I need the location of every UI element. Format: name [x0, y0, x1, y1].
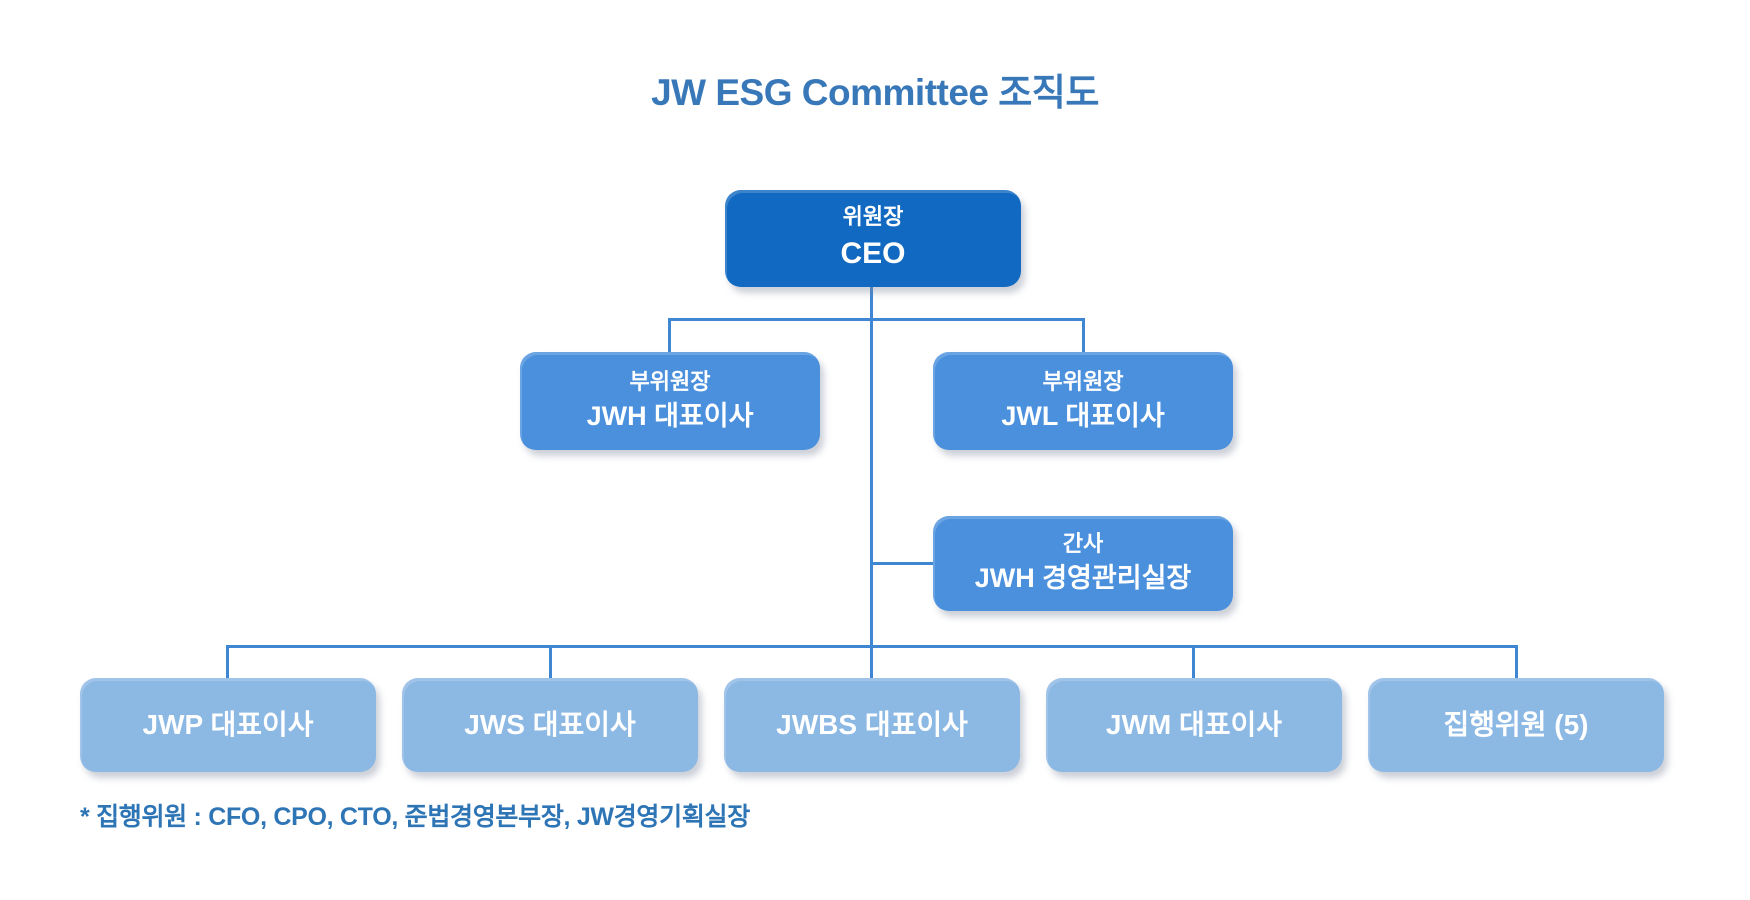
vice-chairman-name: JWL 대표이사 — [1001, 400, 1165, 431]
node-member-jwbs: JWBS 대표이사 — [724, 678, 1020, 772]
connector-member-drop-1 — [226, 645, 229, 679]
node-member-executive-committee: 집행위원 (5) — [1368, 678, 1664, 772]
connector-vice-horizontal — [668, 318, 1085, 321]
node-chairman: 위원장 CEO — [725, 190, 1021, 287]
node-member-jwp: JWP 대표이사 — [80, 678, 376, 772]
node-secretary: 간사 JWH 경영관리실장 — [933, 516, 1233, 611]
member-name: JWP 대표이사 — [142, 709, 314, 741]
chairman-name: CEO — [840, 236, 906, 270]
connector-member-drop-3 — [870, 645, 873, 679]
connector-vice-left-drop — [668, 318, 671, 354]
member-name: 집행위원 (5) — [1443, 709, 1589, 741]
vice-chairman-role: 부위원장 — [629, 368, 711, 394]
node-vice-chairman-jwl: 부위원장 JWL 대표이사 — [933, 352, 1233, 450]
page-title: JW ESG Committee 조직도 — [651, 72, 1099, 113]
connector-secretary-branch — [871, 562, 933, 565]
connector-member-drop-5 — [1515, 645, 1518, 679]
node-member-jwm: JWM 대표이사 — [1046, 678, 1342, 772]
connector-ceo-vertical — [870, 287, 873, 648]
member-name: JWM 대표이사 — [1105, 709, 1283, 741]
connector-member-drop-2 — [549, 645, 552, 679]
vice-chairman-role: 부위원장 — [1042, 368, 1124, 394]
node-member-jws: JWS 대표이사 — [402, 678, 698, 772]
node-vice-chairman-jwh: 부위원장 JWH 대표이사 — [520, 352, 820, 450]
member-name: JWBS 대표이사 — [776, 709, 968, 741]
footnote: * 집행위원 : CFO, CPO, CTO, 준법경영본부장, JW경영기획실… — [80, 803, 750, 831]
chairman-role: 위원장 — [842, 204, 904, 230]
secretary-name: JWH 경영관리실장 — [974, 563, 1192, 593]
connector-vice-right-drop — [1082, 318, 1085, 354]
connector-member-drop-4 — [1192, 645, 1195, 679]
vice-chairman-name: JWH 대표이사 — [586, 400, 754, 431]
secretary-role: 간사 — [1062, 531, 1104, 557]
member-name: JWS 대표이사 — [464, 709, 636, 741]
